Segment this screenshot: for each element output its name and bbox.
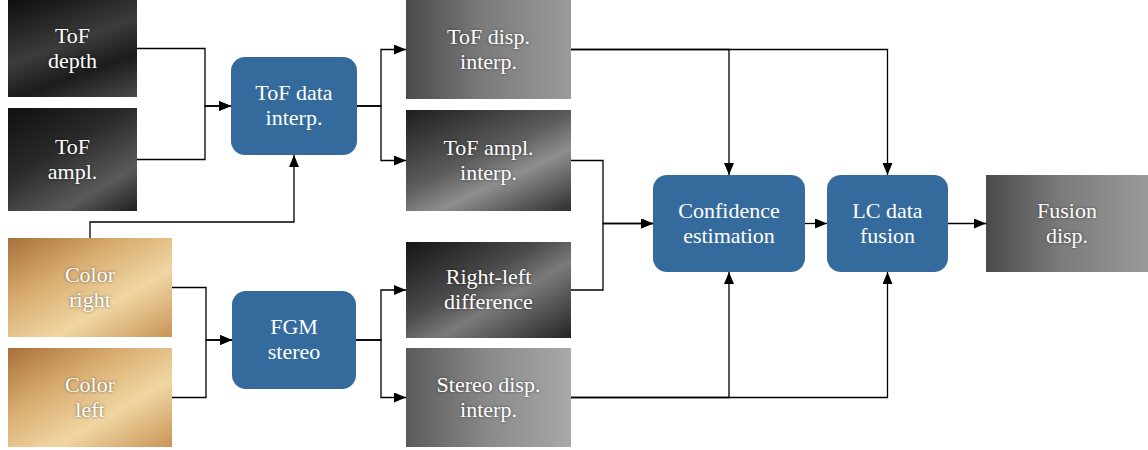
- arrow-connector: [172, 288, 232, 341]
- node-label: Stereo disp. interp.: [424, 373, 554, 422]
- arrow-connector: [356, 290, 406, 340]
- process-box: LC data fusion: [827, 175, 948, 272]
- arrow-connector: [571, 224, 653, 291]
- node-label: Confidence estimation: [661, 199, 797, 248]
- image-tile: Color right: [8, 238, 172, 337]
- image-tile: Fusion disp.: [986, 175, 1148, 272]
- arrow-connector: [571, 50, 888, 176]
- arrow-connector: [357, 106, 406, 161]
- node-label: ToF ampl.: [38, 135, 108, 184]
- node-label: ToF disp. interp.: [430, 25, 548, 74]
- image-tile: ToF depth: [8, 0, 137, 97]
- arrow-connector: [172, 340, 232, 398]
- process-box: Confidence estimation: [653, 175, 805, 272]
- node-label: ToF depth: [38, 24, 108, 73]
- arrow-connector: [357, 50, 406, 107]
- image-tile: Stereo disp. interp.: [406, 348, 571, 447]
- arrow-connector: [356, 340, 406, 398]
- arrow-connector: [571, 272, 729, 398]
- image-tile: ToF ampl.: [8, 108, 137, 211]
- arrow-connector: [137, 49, 231, 107]
- node-label: Color left: [55, 373, 125, 422]
- arrow-connector: [571, 272, 888, 398]
- image-tile: Right-left difference: [406, 242, 571, 338]
- arrow-connector: [571, 161, 653, 224]
- image-tile: Color left: [8, 348, 172, 447]
- node-label: ToF ampl. interp.: [426, 136, 551, 185]
- node-label: Color right: [50, 263, 130, 312]
- image-tile: ToF ampl. interp.: [406, 110, 571, 211]
- process-box: FGM stereo: [232, 291, 356, 389]
- arrow-connector: [137, 106, 231, 160]
- node-label: Fusion disp.: [1027, 199, 1107, 248]
- arrow-connector: [948, 223, 986, 224]
- arrow-connector: [571, 50, 729, 176]
- image-tile: ToF disp. interp.: [406, 0, 571, 99]
- process-box: ToF data interp.: [231, 57, 357, 155]
- node-label: Right-left difference: [429, 265, 549, 314]
- node-label: ToF data interp.: [239, 81, 349, 130]
- node-label: FGM stereo: [254, 315, 334, 364]
- node-label: LC data fusion: [835, 199, 940, 248]
- arrow-connector: [805, 223, 827, 224]
